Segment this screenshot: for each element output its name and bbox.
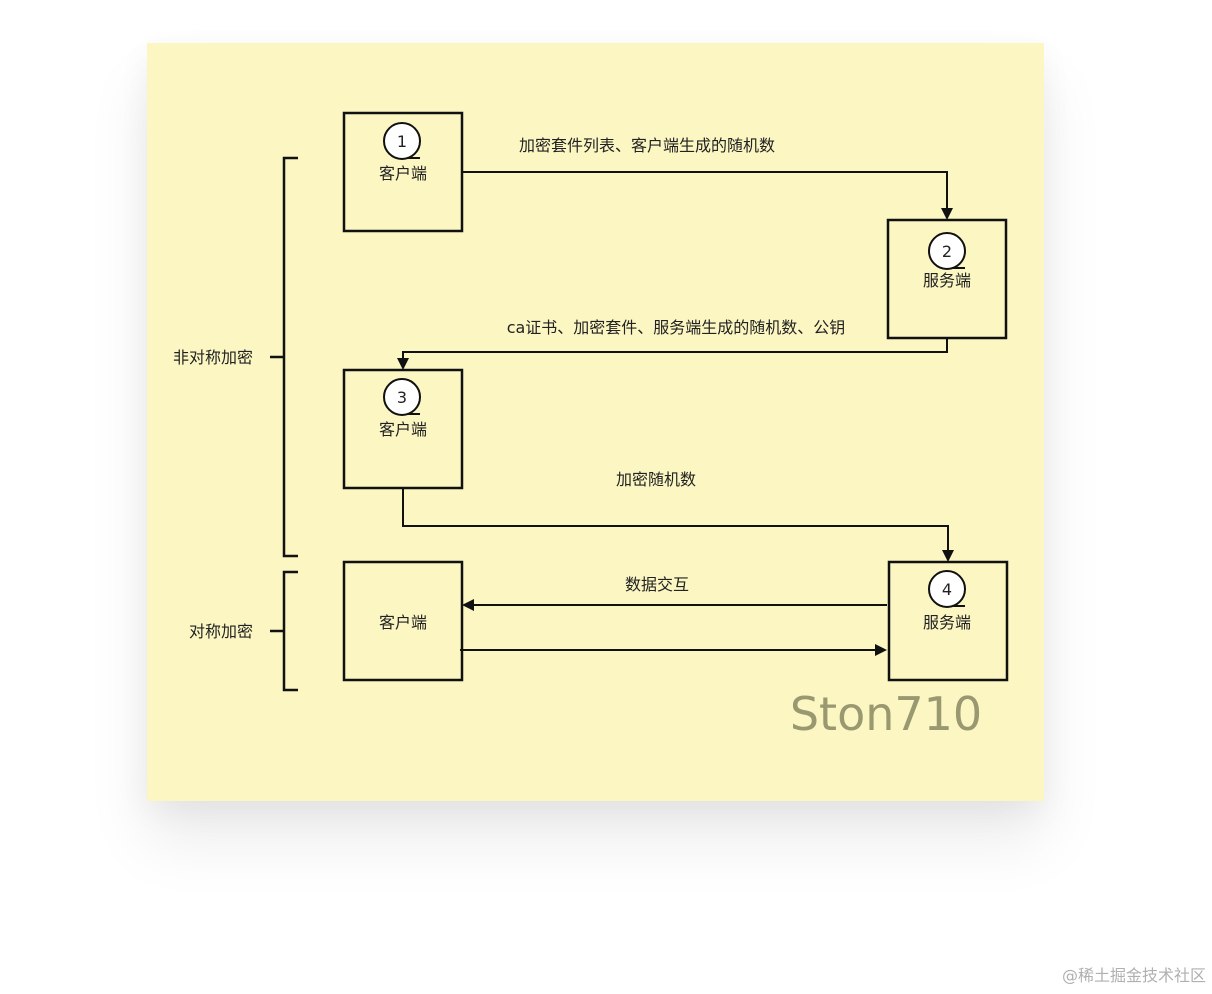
node-number-4: 4 <box>942 580 952 599</box>
edge-1-arrow <box>462 171 953 220</box>
node-label-3: 客户端 <box>379 420 427 439</box>
edge-label-1: 加密套件列表、客户端生成的随机数 <box>519 136 775 155</box>
edge-label-2: ca证书、加密套件、服务端生成的随机数、公钥 <box>507 318 846 337</box>
node-client-5 <box>342 560 464 682</box>
edge-label-3: 加密随机数 <box>616 470 696 489</box>
node-number-2: 2 <box>942 242 952 261</box>
edge-2-arrow <box>397 338 948 370</box>
node-label-4: 服务端 <box>923 613 971 632</box>
node-server-2 <box>886 218 1008 340</box>
node-label-5: 客户端 <box>379 613 427 632</box>
edge-3-arrow <box>402 488 954 562</box>
group-label-asymmetric: 非对称加密 <box>173 348 253 367</box>
node-label-2: 服务端 <box>923 271 971 290</box>
node-client-3 <box>342 368 464 490</box>
bracket-asymmetric <box>270 156 298 558</box>
node-server-4 <box>887 560 1009 682</box>
bracket-symmetric <box>270 570 298 692</box>
node-client-1 <box>342 111 464 233</box>
edge-label-4: 数据交互 <box>625 575 689 594</box>
node-label-1: 客户端 <box>379 164 427 183</box>
node-number-3: 3 <box>397 388 407 407</box>
site-watermark: @稀土掘金技术社区 <box>1061 966 1206 985</box>
group-label-symmetric: 对称加密 <box>189 622 253 641</box>
node-number-1: 1 <box>397 132 407 151</box>
watermark-text: Ston710 <box>790 687 982 741</box>
